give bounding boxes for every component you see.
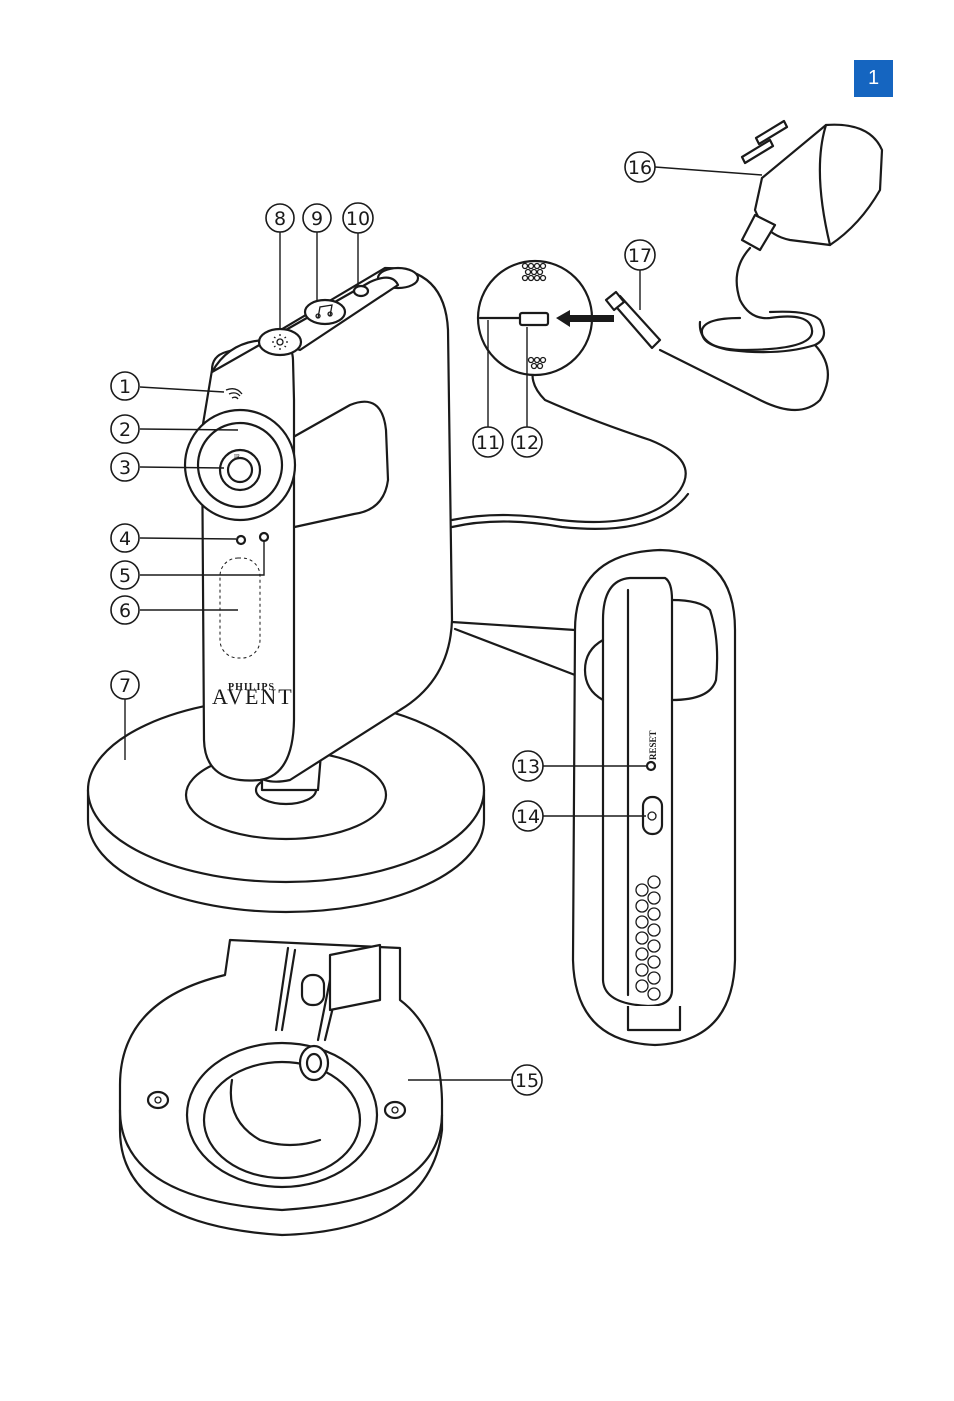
svg-text:6: 6: [119, 600, 131, 622]
svg-text:3: 3: [119, 457, 131, 479]
callout-7: 7: [110, 670, 140, 700]
callout-5: 5: [110, 560, 140, 590]
usb-port-detail: [476, 259, 614, 377]
callout-15: 15: [511, 1064, 543, 1096]
reset-label: RESET: [648, 730, 658, 760]
svg-text:1: 1: [119, 376, 131, 398]
brand-philips: PHILIPS: [228, 682, 275, 693]
svg-text:13: 13: [516, 756, 540, 778]
brand-avent: AVENT: [212, 684, 294, 709]
callout-16: 16: [624, 151, 656, 183]
svg-text:8: 8: [274, 208, 286, 230]
callout-2: 2: [110, 414, 140, 444]
callout-4: 4: [110, 523, 140, 553]
callout-10: 10: [342, 202, 374, 234]
page-number-badge: 1: [854, 60, 893, 97]
callout-12: 12: [511, 426, 543, 458]
callout-13: 13: [512, 750, 544, 782]
callout-3: 3: [110, 452, 140, 482]
svg-text:15: 15: [515, 1070, 539, 1092]
callout-11: 11: [472, 426, 504, 458]
callout-14: 14: [512, 800, 544, 832]
ir-label: IR: [234, 454, 240, 460]
power-adapter: [604, 119, 884, 411]
callout-8: 8: [265, 203, 295, 233]
svg-text:5: 5: [119, 565, 131, 587]
camera-unit: IR PHILIPS AVENT: [183, 266, 454, 792]
svg-text:10: 10: [346, 208, 370, 230]
svg-text:9: 9: [311, 208, 323, 230]
svg-text:11: 11: [476, 432, 500, 454]
svg-text:2: 2: [119, 419, 131, 441]
svg-text:17: 17: [628, 245, 652, 267]
svg-text:12: 12: [515, 432, 539, 454]
callout-1: 1: [110, 371, 140, 401]
callout-17: 17: [624, 239, 656, 271]
callout-9: 9: [302, 203, 332, 233]
callout-6: 6: [110, 595, 140, 625]
svg-text:7: 7: [119, 675, 131, 697]
svg-text:16: 16: [628, 157, 652, 179]
callouts: 1 2 3 4 5 6 7 8 9 10 11 12 13: [110, 151, 763, 1096]
wall-mount: [118, 938, 444, 1237]
power-cable: [450, 368, 690, 530]
svg-text:4: 4: [119, 528, 131, 550]
svg-text:14: 14: [516, 806, 540, 828]
side-view-detail: RESET: [450, 548, 737, 1047]
